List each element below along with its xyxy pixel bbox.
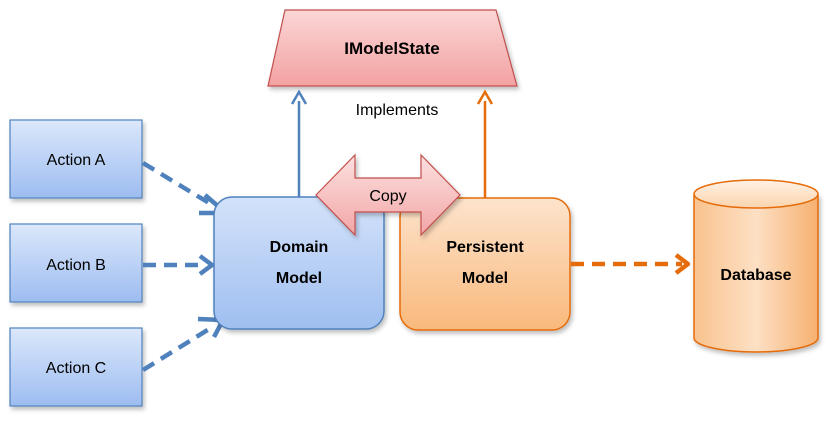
persistent-to-database-arrow — [571, 253, 691, 275]
action-b-label: Action B — [46, 257, 106, 274]
persistent-model-box: Persistent Model — [399, 197, 571, 331]
action-c-arrow — [141, 316, 226, 372]
persistent-model-line1: Persistent — [446, 239, 524, 256]
implements-arrow-persistent — [476, 89, 494, 198]
action-a-arrow — [141, 161, 229, 216]
domain-model-line2: Model — [276, 270, 322, 287]
imodelstate-label: IModelState — [344, 39, 439, 58]
database-label: Database — [720, 267, 791, 284]
action-a-label: Action A — [47, 152, 106, 169]
implements-arrow-domain — [290, 89, 308, 197]
action-c-label: Action C — [46, 360, 106, 377]
domain-model-box: Domain Model — [213, 196, 385, 330]
imodelstate-interface: IModelState — [267, 9, 518, 87]
copy-double-arrow: Copy — [315, 153, 461, 237]
action-b-arrow — [143, 254, 215, 276]
implements-label: Implements — [356, 102, 439, 119]
persistent-model-line2: Model — [462, 270, 508, 287]
domain-model-line1: Domain — [270, 239, 329, 256]
action-a-box: Action A — [9, 119, 143, 199]
action-c-box: Action C — [9, 327, 143, 407]
copy-label: Copy — [369, 188, 406, 205]
action-b-box: Action B — [9, 223, 143, 303]
database-cylinder: Database — [693, 179, 819, 353]
